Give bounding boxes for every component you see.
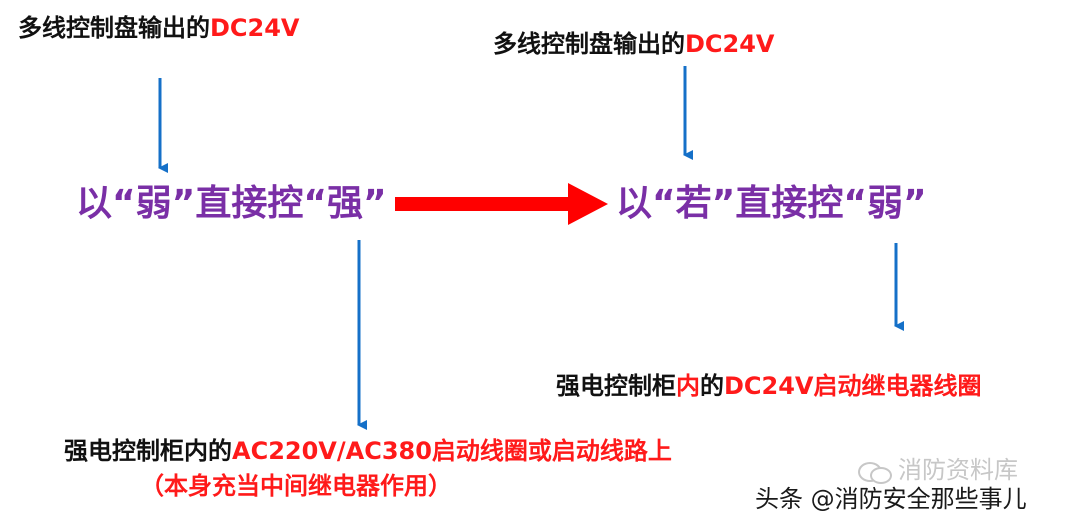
- target-left-prefix: 强电控制柜内的: [64, 437, 232, 465]
- target-right-red1: 内: [676, 372, 700, 400]
- red-transition-arrow: [395, 183, 608, 225]
- source-label-left-prefix: 多线控制盘输出的: [18, 14, 210, 42]
- watermark-credit: 头条 @消防安全那些事儿: [755, 485, 1027, 513]
- wechat-icon: [858, 460, 892, 484]
- target-label-left-line1: 强电控制柜内的AC220V/AC380启动线圈或启动线路上: [64, 439, 672, 463]
- source-label-right-voltage: DC24V: [685, 30, 775, 58]
- target-right-red2: DC24V启动继电器线圈: [724, 372, 982, 400]
- source-label-right-prefix: 多线控制盘输出的: [493, 30, 685, 58]
- source-label-right: 多线控制盘输出的DC24V: [493, 32, 775, 56]
- source-label-left-voltage: DC24V: [210, 14, 300, 42]
- watermark-account: 消防资料库: [858, 456, 1018, 484]
- target-right-mid: 的: [700, 372, 724, 400]
- source-label-left: 多线控制盘输出的DC24V: [18, 16, 300, 40]
- target-label-left-line2: （本身充当中间继电器作用）: [140, 472, 452, 500]
- watermark-account-name: 消防资料库: [898, 456, 1018, 484]
- target-label-right: 强电控制柜内的DC24V启动继电器线圈: [556, 374, 982, 398]
- weak-controls-weak-label: 以“若”直接控“弱”: [616, 183, 927, 224]
- target-left-highlight: AC220V/AC380启动线圈或启动线路上: [232, 437, 672, 465]
- target-right-prefix: 强电控制柜: [556, 372, 676, 400]
- weak-controls-strong-label: 以“弱”直接控“强”: [76, 183, 387, 224]
